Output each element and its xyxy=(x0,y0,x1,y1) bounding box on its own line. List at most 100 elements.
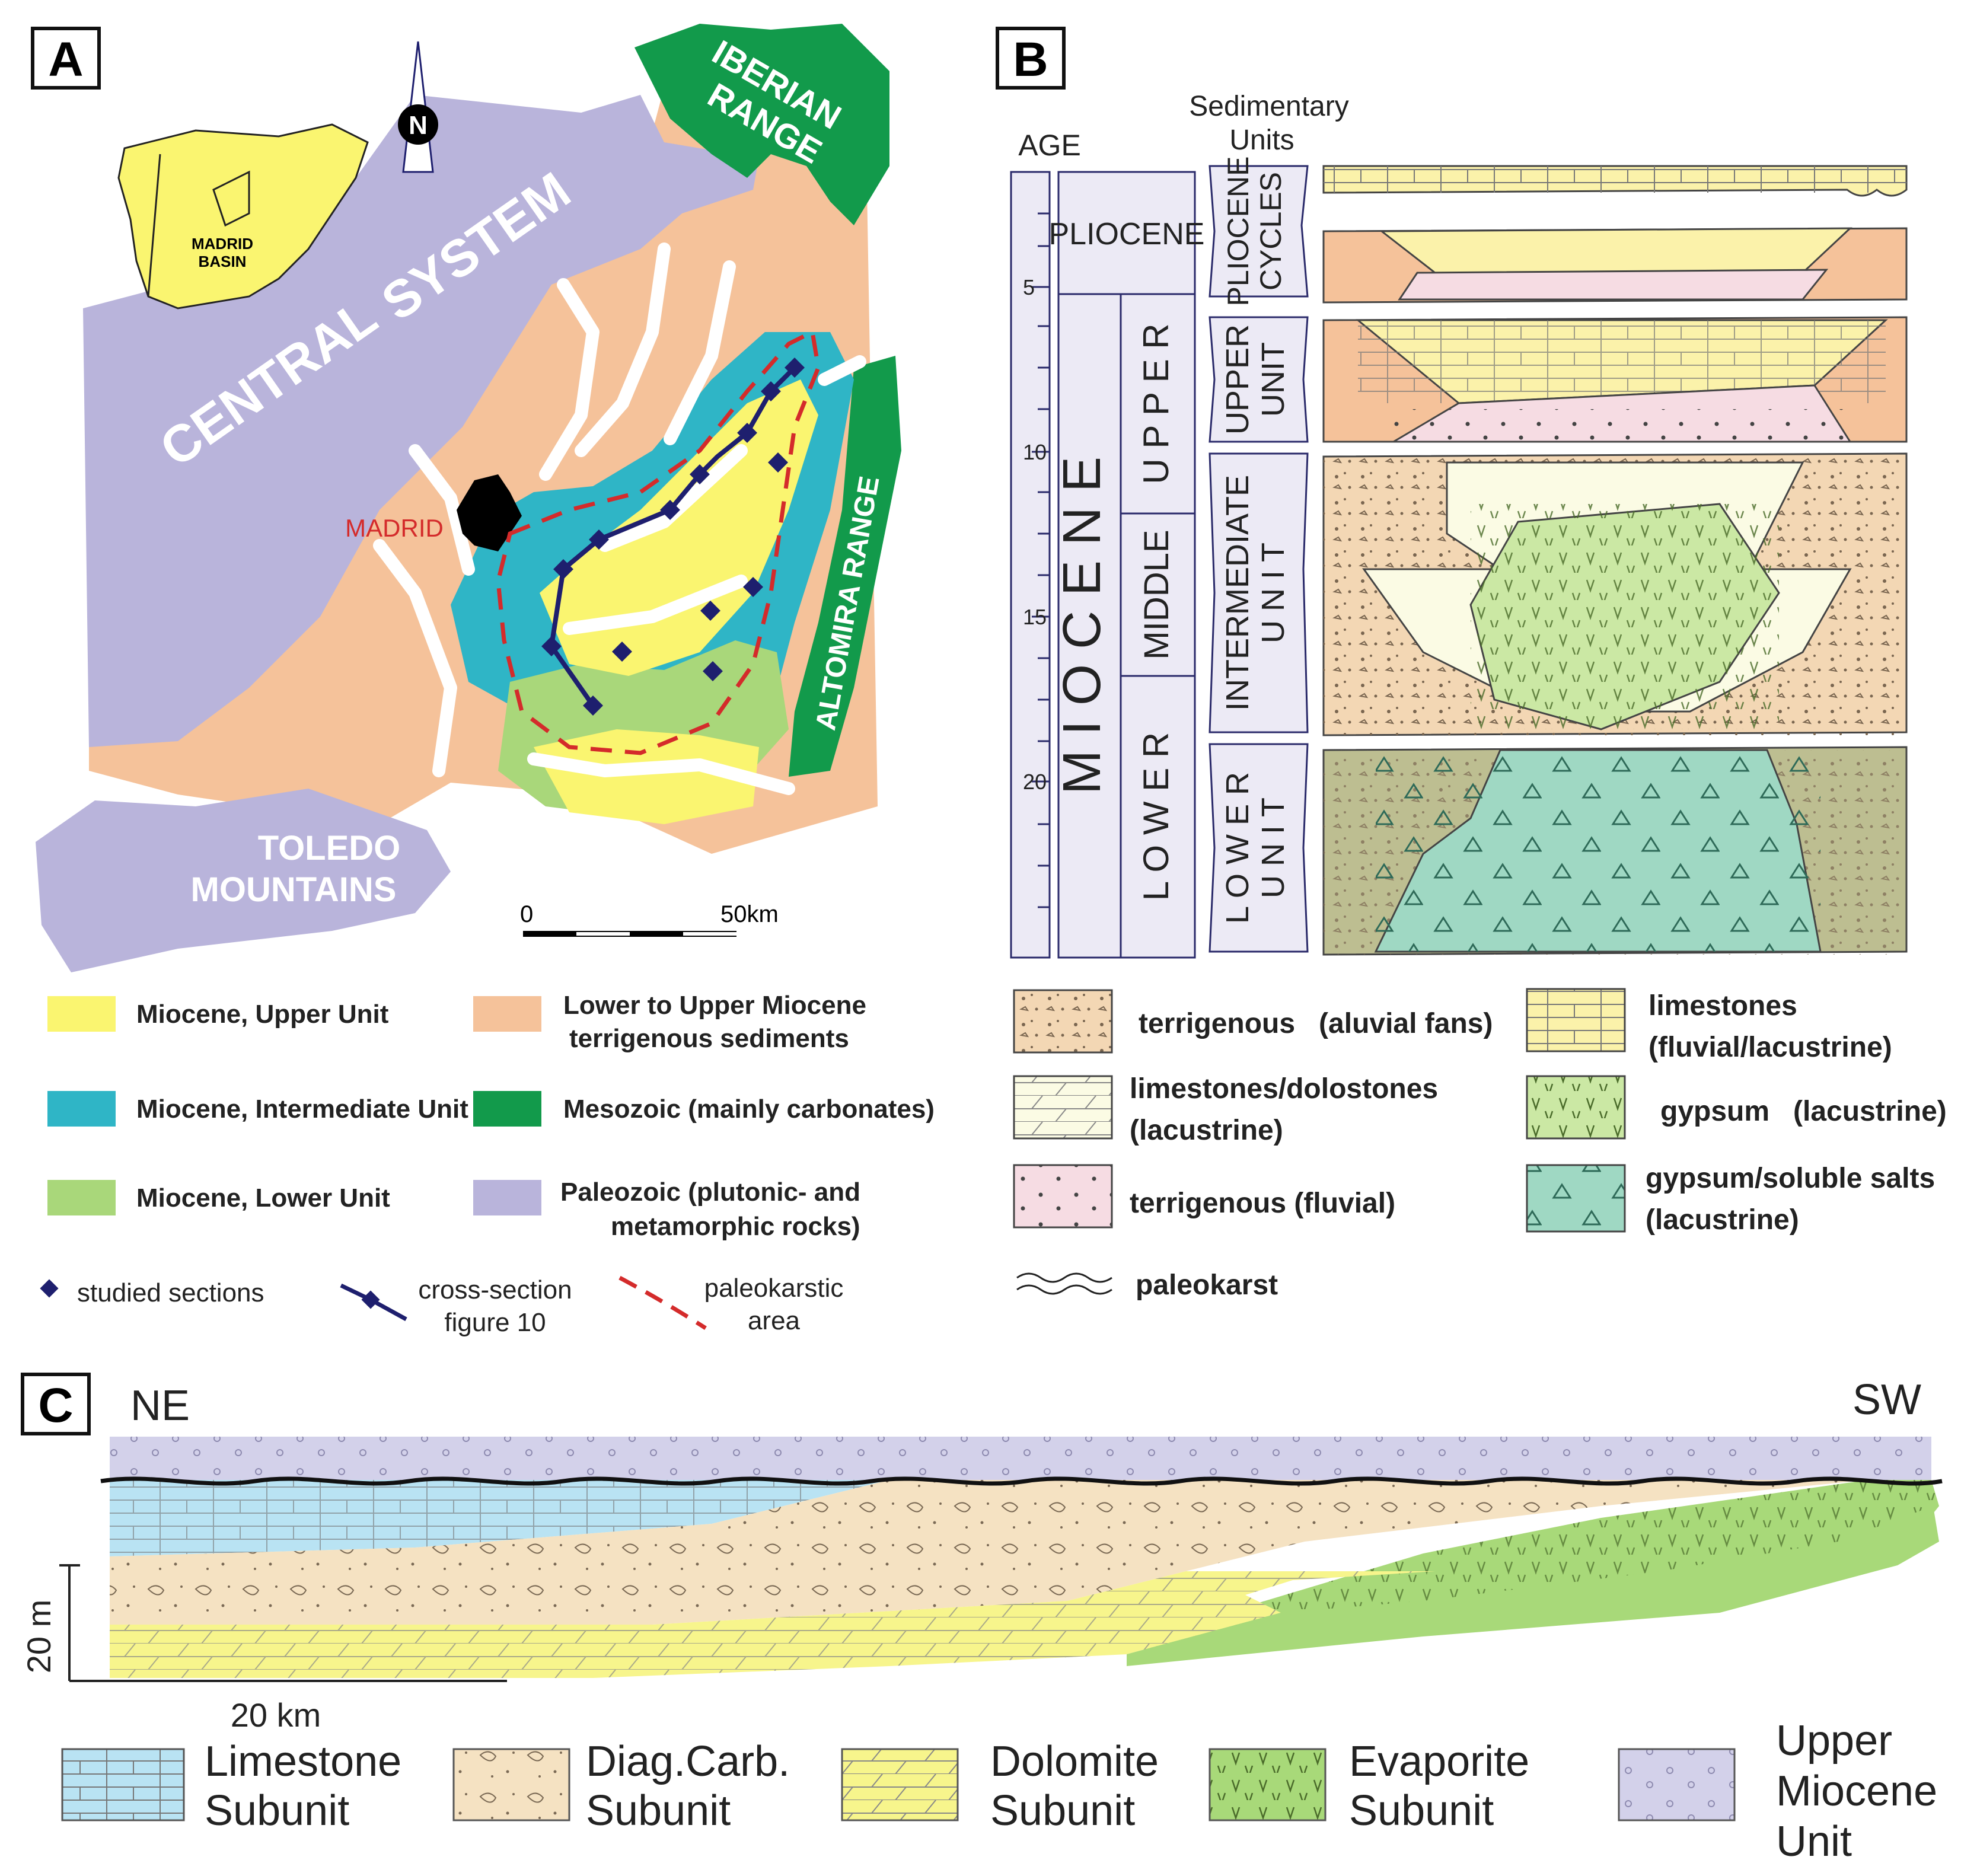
units-title-1: Sedimentary xyxy=(1189,91,1348,122)
miocene-label: M I O C E N E xyxy=(1053,457,1112,795)
age-scale-column xyxy=(1010,171,1051,959)
units-title-2: Units xyxy=(1229,125,1294,156)
river-valleys xyxy=(373,243,866,848)
cross-section-line xyxy=(549,366,796,707)
b-label-limestone-2: (fluvial/lacustrine) xyxy=(1648,1032,1892,1063)
panel-a: A xyxy=(31,24,935,1337)
unit-lower-1: L O W E R xyxy=(1220,772,1255,924)
middle-label: MIDDLE xyxy=(1137,529,1176,659)
iberian-range-area xyxy=(634,24,889,225)
pliocene-label: PLIOCENE xyxy=(1049,217,1205,251)
north-arrow-circle xyxy=(398,104,438,145)
age-title: AGE xyxy=(1018,129,1081,162)
scale-end: 50km xyxy=(720,901,779,927)
cross-section-nodes xyxy=(541,358,805,716)
unit-upper-2: UNIT xyxy=(1255,342,1291,417)
paleokarst-wavy-icon xyxy=(1016,1272,1112,1295)
unit-pliocene-1: PLIOCENE xyxy=(1222,157,1255,307)
c-label-limestone-1: Limestone xyxy=(205,1738,401,1785)
legend-label-intermediate: Miocene, Intermediate Unit xyxy=(136,1095,468,1124)
strat-blocks xyxy=(1322,165,1908,956)
cross-section-legend-node xyxy=(361,1290,380,1309)
panel-a-letter-box xyxy=(31,27,101,90)
scale-bar-seg xyxy=(683,932,736,936)
b-label-fluvial: terrigenous (fluvial) xyxy=(1130,1188,1395,1219)
studied-section-markers xyxy=(612,452,788,681)
scale-start: 0 xyxy=(520,901,533,927)
unit-upper-1: UPPER xyxy=(1220,324,1255,435)
b-label-soluble-1: gypsum/soluble salts xyxy=(1646,1163,1935,1194)
c-label-upper-2: Miocene xyxy=(1776,1767,1937,1815)
c-label-dolomite-2: Subunit xyxy=(990,1787,1135,1834)
legend-swatch-mesozoic xyxy=(473,1091,541,1127)
b-label-soluble-2: (lacustrine) xyxy=(1646,1204,1799,1236)
north-label: N xyxy=(409,111,428,140)
units-column xyxy=(1209,165,1309,953)
c-label-upper-1: Upper xyxy=(1776,1717,1892,1765)
madrid-city-shape xyxy=(457,474,522,551)
c-unconformity-line xyxy=(100,1476,1943,1486)
panel-c-letter-box xyxy=(21,1373,91,1435)
c-label-diag-1: Diag.Carb. xyxy=(586,1738,790,1785)
unit-intermediate-2: U N I T xyxy=(1255,543,1291,643)
c-label-evaporite-1: Evaporite xyxy=(1349,1738,1529,1785)
cross-section-label-2: figure 10 xyxy=(444,1308,546,1337)
portugal-border xyxy=(147,154,161,297)
paleokarst-outline xyxy=(496,328,821,755)
unit-lower-2: U N I T xyxy=(1255,797,1291,898)
c-label-diag-2: Subunit xyxy=(586,1787,731,1834)
b-label-limestone-1: limestones xyxy=(1648,990,1797,1022)
age-tick-20: 20 xyxy=(1023,770,1047,794)
altomira-range-area xyxy=(789,356,901,777)
b-label-gypsum: gypsum (lacustrine) xyxy=(1660,1096,1947,1127)
studied-sections-label: studied sections xyxy=(77,1278,264,1307)
upper-label: U P P E R xyxy=(1136,323,1176,484)
b-label-lime-dolo-2: (lacustrine) xyxy=(1130,1115,1283,1146)
lower-label: L O W E R xyxy=(1136,732,1176,901)
studied-sections-icon xyxy=(40,1279,59,1298)
inset-label-basin: BASIN xyxy=(199,253,247,270)
c-label-dolomite-1: Dolomite xyxy=(990,1738,1159,1785)
b-label-lime-dolo-1: limestones/dolostones xyxy=(1130,1073,1438,1105)
c-label-evaporite-2: Subunit xyxy=(1349,1787,1494,1834)
b-label-paleokarst: paleokarst xyxy=(1136,1269,1278,1301)
panel-a-letter: A xyxy=(48,33,83,87)
panel-c-letter: C xyxy=(38,1379,73,1432)
ne-label: NE xyxy=(130,1382,190,1430)
miocene-box xyxy=(1057,293,1122,959)
legend-swatch-upper xyxy=(47,996,116,1032)
panel-b: B AGE Sedimentary Units 5 10 15 20 PLIOC… xyxy=(996,27,1947,1301)
b-label-aluvial: terrigenous (aluvial fans) xyxy=(1139,1008,1493,1039)
legend-swatch-paleozoic xyxy=(473,1180,541,1215)
c-label-upper-3: Unit xyxy=(1776,1818,1852,1865)
legend-label-terrigenous-1: Lower to Upper Miocene xyxy=(563,991,866,1020)
paleokarst-label-2: area xyxy=(748,1306,801,1335)
pliocene-box xyxy=(1057,171,1196,295)
panel-c: C NE SW 20 m 20 km xyxy=(20,1373,1943,1865)
c-evaporite-lower xyxy=(1127,1506,1939,1666)
unit-pliocene-2: CYCLES xyxy=(1254,172,1287,291)
legend-label-terrigenous-2: terrigenous sediments xyxy=(569,1024,849,1053)
toledo-mountains-area xyxy=(36,789,451,972)
legend-label-upper: Miocene, Upper Unit xyxy=(136,1000,389,1029)
age-ticks xyxy=(1032,212,1050,908)
legend-label-mesozoic: Mesozoic (mainly carbonates) xyxy=(563,1095,935,1124)
legend-label-paleozoic-2: metamorphic rocks) xyxy=(611,1212,860,1241)
paleokarst-label-1: paleokarstic xyxy=(704,1274,844,1303)
madrid-basin-inset-outline xyxy=(212,170,250,227)
middle-box xyxy=(1120,512,1196,677)
legend-label-lower: Miocene, Lower Unit xyxy=(136,1183,390,1213)
mountains-label: MOUNTAINS xyxy=(191,870,397,909)
legend-swatch-lower xyxy=(47,1180,116,1215)
panel-a-legend: Miocene, Upper Unit Miocene, Intermediat… xyxy=(40,991,935,1337)
sw-label: SW xyxy=(1852,1376,1921,1424)
legend-swatch-terrigenous xyxy=(473,996,541,1032)
age-tick-10: 10 xyxy=(1023,440,1047,464)
upper-box xyxy=(1120,293,1196,515)
unit-intermediate-1: INTERMEDIATE xyxy=(1220,475,1255,711)
upper-unit-area xyxy=(540,379,818,676)
madrid-label: MADRID xyxy=(345,514,444,542)
panel-c-legend xyxy=(61,1748,1736,1821)
legend-label-paleozoic-1: Paleozoic (plutonic- and xyxy=(560,1178,860,1207)
upper-unit-south-area xyxy=(534,729,759,824)
